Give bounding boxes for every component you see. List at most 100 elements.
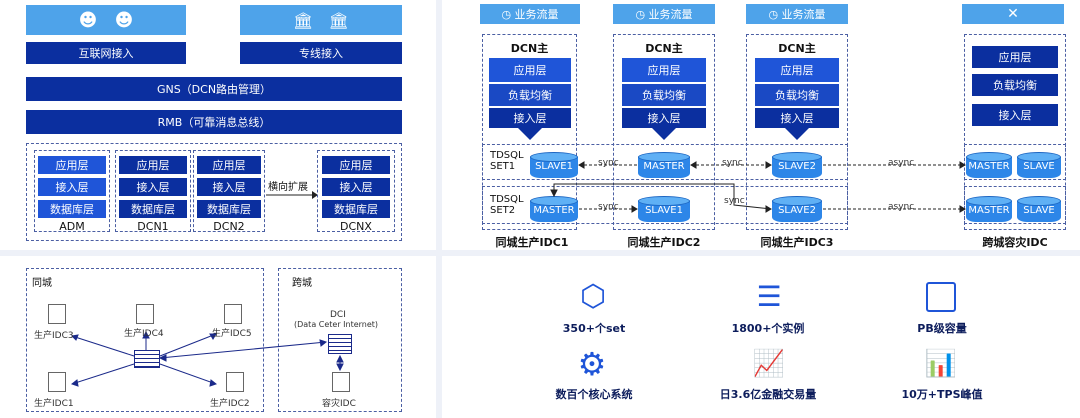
idc2-lb-layer: 负载均衡 [622,84,706,106]
idc1-building-icon [48,372,66,392]
set1-slave1-db: SLAVE1 [530,152,578,178]
idc3-access-layer: 接入层 [755,108,839,128]
idc3-lb-layer: 负载均衡 [755,84,839,106]
dcn2-access-layer: 接入层 [197,178,261,196]
idc3-name: 同城生产IDC3 [760,236,834,249]
dcnx-label: DCNX [340,220,372,233]
idc5-node-label: 生产IDC5 [212,329,252,339]
dcnx-app-layer: 应用层 [322,156,390,174]
users-icon: ☻ ☻ [78,9,134,31]
dr-set2-row [964,186,1066,224]
idc1-dcn-main: DCN主 [510,42,549,55]
idc1-down-arrow [518,128,542,140]
feature-instances: 1800+个实例 [731,322,805,335]
idc2-down-arrow [652,128,676,140]
feature-core-systems: 数百个核心系统 [555,388,633,401]
set2-slave2-db: SLAVE2 [772,196,822,222]
dr-set2-slave-db: SLAVE [1017,196,1061,222]
dr-disabled-header: ✕ [962,4,1064,24]
idc1-app-layer: 应用层 [489,58,571,82]
async-label-set1: async [888,158,915,168]
tdsql-deployment-panel: ◷ 业务流量 ◷ 业务流量 ◷ 业务流量 ✕ DCN主 DCN主 DCN主 应用… [442,0,1080,250]
traffic-icon: ◷ [768,7,782,21]
idc2-name: 同城生产IDC2 [627,236,701,249]
switch-icon [134,350,160,368]
dcn-group [26,143,402,241]
dr-set1-slave-db: SLAVE [1017,152,1061,178]
idc3-app-layer: 应用层 [755,58,839,82]
internet-access-bar: 互联网接入 [26,42,186,64]
idc3-frame [746,34,848,230]
idc2-frame [613,34,715,230]
idc2-access-layer: 接入层 [622,108,706,128]
set1-row [482,144,848,180]
bank-box: 🏛 🏛 [240,5,402,35]
adm-db-layer: 数据库层 [38,200,106,218]
expand-arrow [266,191,318,199]
idc2-dcn-main: DCN主 [645,42,683,55]
dr-app-layer: 应用层 [972,46,1058,68]
adm-access-layer: 接入层 [38,178,106,196]
traffic-icon: ◷ [635,7,649,21]
idc1-frame [482,34,577,230]
traffic-icon: ◷ [501,7,515,21]
expand-label: 横向扩展 [268,182,308,193]
dcn1-column [115,150,191,232]
bank-icon: 🏛 🏛 [293,10,349,30]
dr-set1-row [964,144,1066,180]
dcnx-access-layer: 接入层 [322,178,390,196]
capacity-icon [926,282,956,312]
idc2-node-label: 生产IDC2 [210,399,250,409]
set1-master-db: MASTER [638,152,690,178]
idc1-lb-layer: 负载均衡 [489,84,571,106]
dcn2-column [193,150,265,232]
stats-panel: ⬡ 350+个set ☰ 1800+个实例 PB级容量 ⚙ 数百个核心系统 📈 … [442,256,1080,418]
traffic-label: 业务流量 [648,8,693,21]
idc5-building-icon [224,304,242,324]
dcn2-app-layer: 应用层 [197,156,261,174]
sync-label-set1-a: sync [598,158,619,168]
idc3-node-label: 生产IDC3 [34,331,74,341]
sync-connectors [550,161,966,213]
set2-slave1-db: SLAVE1 [638,196,690,222]
feature-capacity: PB级容量 [917,322,967,335]
adm-column [34,150,110,232]
idc3-traffic-header: ◷ 业务流量 [746,4,848,24]
internet-users-box: ☻ ☻ [26,5,186,35]
dcn1-app-layer: 应用层 [119,156,187,174]
dcn1-access-layer: 接入层 [119,178,187,196]
feature-sets: 350+个set [562,322,626,335]
idc2-building-icon [226,372,244,392]
idc1-node-label: 生产IDC1 [34,399,74,409]
adm-app-layer: 应用层 [38,156,106,174]
async-label-set2: async [888,202,915,212]
idc2-traffic-header: ◷ 业务流量 [613,4,715,24]
set2-row [482,186,848,224]
idc1-access-layer: 接入层 [489,108,571,128]
idc2-app-layer: 应用层 [622,58,706,82]
dcn2-label: DCN2 [213,220,245,233]
dr-access-layer: 接入层 [972,104,1058,126]
dr-set2-master-db: MASTER [966,196,1012,222]
idc4-building-icon [136,304,154,324]
idc1-traffic-header: ◷ 业务流量 [480,4,580,24]
sync-label-set2-b: sync [724,196,745,206]
set1-slave2-db: SLAVE2 [772,152,822,178]
sync-label-set2-a: sync [598,202,619,212]
dr-idc-name: 跨城容灾IDC [982,236,1048,249]
gns-bar: GNS（DCN路由管理） [26,77,402,101]
database-icon: ☰ [756,280,782,313]
dcnx-db-layer: 数据库层 [322,200,390,218]
cross-city-region [278,268,402,412]
feature-transactions: 日3.6亿金融交易量 [719,388,817,401]
idc3-down-arrow [785,128,809,140]
presentation-chart-icon: 📊 [924,349,958,379]
idc3-building-icon [48,304,66,324]
rmb-bar: RMB（可靠消息总线） [26,110,402,134]
traffic-label: 业务流量 [781,8,826,21]
bar-chart-icon: 📈 [752,349,786,379]
dcnx-column [317,150,395,232]
idc4-node-label: 生产IDC4 [124,329,164,339]
